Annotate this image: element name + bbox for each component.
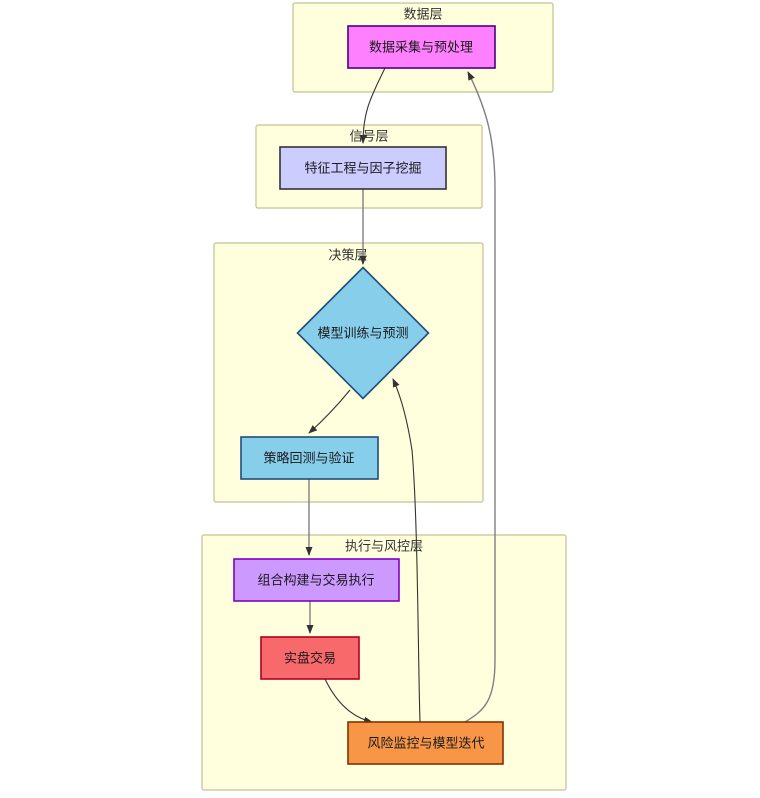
cluster-label-exec_layer: 执行与风控层 bbox=[345, 538, 423, 553]
cluster-label-data_layer: 数据层 bbox=[403, 6, 442, 21]
node-shape-live_trade[interactable] bbox=[260, 636, 360, 680]
cluster-label-signal_layer: 信号层 bbox=[349, 128, 388, 143]
node-shape-feature_eng[interactable] bbox=[279, 146, 447, 190]
node-group: 数据采集与预处理特征工程与因子挖掘模型训练与预测策略回测与验证组合构建与交易执行… bbox=[233, 25, 504, 765]
node-model_train[interactable]: 模型训练与预测 bbox=[296, 266, 430, 400]
node-label-model_train: 模型训练与预测 bbox=[317, 325, 408, 340]
node-portfolio[interactable]: 组合构建与交易执行 bbox=[233, 558, 400, 602]
node-live_trade[interactable]: 实盘交易 bbox=[260, 636, 360, 680]
node-backtest[interactable]: 策略回测与验证 bbox=[240, 436, 379, 480]
node-shape-model_train[interactable] bbox=[296, 266, 430, 400]
edge-data_collect-to-feature_eng bbox=[359, 67, 386, 144]
node-risk_monitor[interactable]: 风险监控与模型迭代 bbox=[347, 721, 504, 765]
node-label-risk_monitor: 风险监控与模型迭代 bbox=[367, 735, 484, 750]
node-shape-data_collect[interactable] bbox=[347, 25, 496, 69]
edge-model_train-to-backtest bbox=[308, 389, 351, 434]
node-data_collect[interactable]: 数据采集与预处理 bbox=[347, 25, 496, 69]
node-label-backtest: 策略回测与验证 bbox=[263, 450, 354, 465]
edge-group bbox=[305, 67, 496, 724]
node-label-portfolio: 组合构建与交易执行 bbox=[257, 572, 374, 587]
edge-live_trade-to-risk_monitor bbox=[324, 678, 373, 724]
node-label-feature_eng: 特征工程与因子挖掘 bbox=[304, 160, 421, 175]
node-label-data_collect: 数据采集与预处理 bbox=[369, 39, 473, 54]
node-shape-risk_monitor[interactable] bbox=[347, 721, 504, 765]
node-label-live_trade: 实盘交易 bbox=[284, 650, 336, 665]
edge-risk_monitor-to-model_train bbox=[392, 378, 421, 723]
edge-risk_monitor-to-data_collect bbox=[464, 71, 496, 723]
cluster-label-decision_layer: 决策层 bbox=[328, 247, 367, 262]
node-shape-portfolio[interactable] bbox=[233, 558, 400, 602]
node-feature_eng[interactable]: 特征工程与因子挖掘 bbox=[279, 146, 447, 190]
node-shape-backtest[interactable] bbox=[240, 436, 379, 480]
